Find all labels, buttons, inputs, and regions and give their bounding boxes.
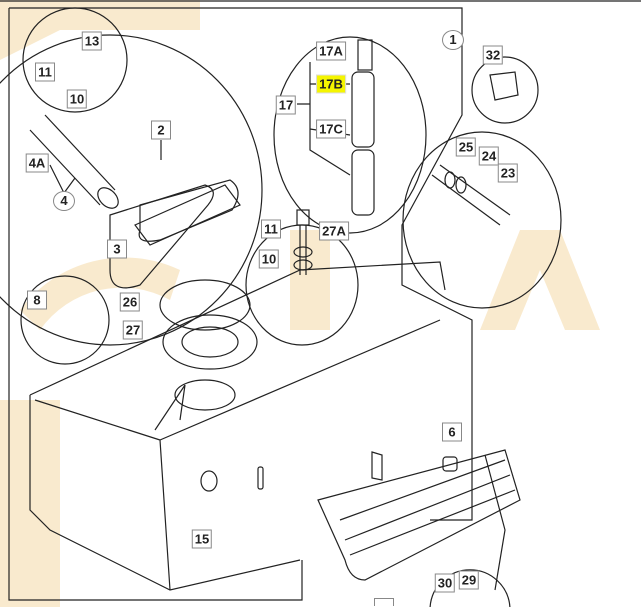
callout-32[interactable]: 32 [482,45,504,65]
watermark [0,0,600,607]
callout-17a[interactable]: 17A [316,41,346,61]
bracket [371,451,383,481]
callout-10-mid[interactable]: 10 [258,249,280,269]
callout-24[interactable]: 24 [478,146,500,166]
detail-circle-17 [273,36,427,234]
callout-15[interactable]: 15 [191,529,213,549]
detail-circle-23 [402,131,562,309]
callout-27a[interactable]: 27A [319,221,349,241]
callout-26[interactable]: 26 [119,292,141,312]
plug-6 [442,456,458,472]
callout-29[interactable]: 29 [458,570,480,590]
gaskets [159,279,258,370]
callout-10-top[interactable]: 10 [66,89,88,109]
callout-30[interactable]: 30 [434,573,456,593]
callout-27[interactable]: 27 [122,320,144,340]
callout-17c[interactable]: 17C [316,119,346,139]
detail-circle-8 [20,275,110,365]
callout-11-mid[interactable]: 11 [261,219,281,239]
bolt-23 [431,164,511,226]
filter-screen [29,114,119,209]
callout-17b[interactable]: 17B [316,74,346,94]
callout-bottom-partial[interactable] [374,598,394,606]
callout-17[interactable]: 17 [275,95,297,115]
tube-17 [351,39,375,216]
flange-plate [109,179,241,289]
callout-13[interactable]: 13 [81,31,103,51]
callout-8[interactable]: 8 [27,290,47,310]
callout-4a[interactable]: 4A [25,153,49,173]
callout-23[interactable]: 23 [497,163,519,183]
step-ladder [317,449,521,591]
nut-32 [489,71,519,101]
detail-circle-screen [0,34,263,346]
callout-4[interactable]: 4 [53,191,75,211]
detail-circle-29 [429,569,511,608]
callout-11-top[interactable]: 11 [35,62,55,82]
callout-3[interactable]: 3 [107,239,127,259]
callout-1[interactable]: 1 [442,30,464,50]
callout-2[interactable]: 2 [151,120,171,140]
detail-circle-bolt [22,7,128,113]
callout-25[interactable]: 25 [455,137,477,157]
detail-circle-32 [471,56,539,124]
callout-6[interactable]: 6 [442,422,462,442]
main-frame [8,7,473,601]
leader-lines [49,62,351,194]
fuel-tank [29,261,446,591]
